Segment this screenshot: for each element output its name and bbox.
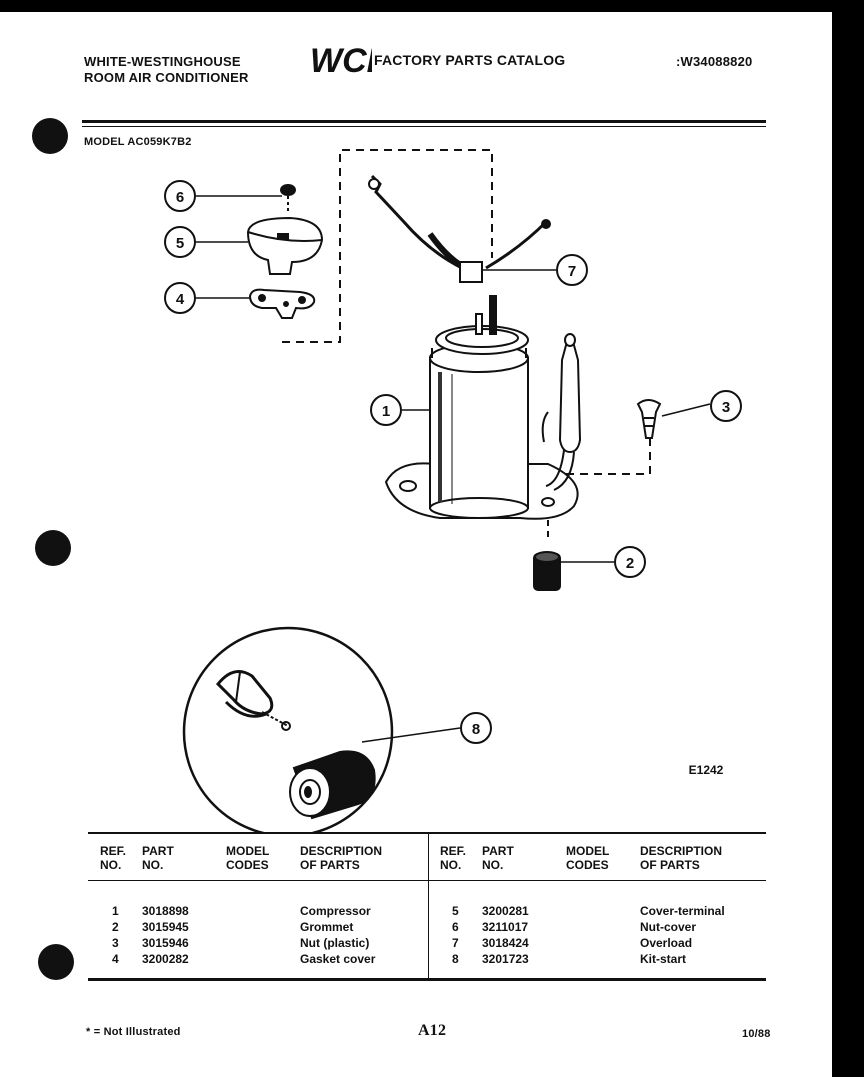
terminal-cover-part	[246, 216, 324, 275]
table-row-ref: 5	[452, 904, 459, 918]
table-rule-header	[88, 880, 766, 881]
table-row-desc: Grommet	[300, 920, 354, 934]
table-row-part: 3200282	[142, 952, 189, 966]
table-row-desc: Kit-start	[640, 952, 687, 966]
table-row-ref: 1	[112, 904, 119, 918]
overload-part	[368, 174, 551, 283]
table-row-desc: Overload	[640, 936, 693, 950]
table-row-ref: 8	[452, 952, 459, 966]
table-row-ref: 4	[112, 952, 119, 966]
callout-1	[370, 394, 402, 426]
callout-3-label: 3	[722, 399, 730, 416]
callout-6	[164, 180, 196, 212]
gasket-cover-part	[248, 288, 316, 319]
nut-part	[636, 399, 662, 439]
header-rule-thick	[82, 120, 766, 123]
binder-hole-bottom	[38, 944, 74, 980]
hdr-model-1-right: MODEL	[566, 844, 610, 858]
table-row-part: 3015945	[142, 920, 189, 934]
nut-cover-part	[280, 184, 296, 212]
hdr-ref-1-right: REF.	[440, 844, 467, 858]
scan-border-top	[0, 0, 864, 12]
callout-8-label: 8	[472, 721, 480, 738]
page-number: A12	[418, 1022, 447, 1039]
callout-7-label: 7	[568, 263, 576, 280]
table-row-ref: 7	[452, 936, 459, 950]
hdr-model-1: MODEL	[226, 844, 270, 858]
hdr-desc-2: OF PARTS	[300, 858, 360, 872]
model-label: MODEL AC059K7B2	[84, 136, 192, 148]
table-row-part: 3211017	[482, 920, 529, 934]
parts-diagram: 6 5 4 7 1 3 2 8 E1242	[164, 149, 742, 832]
dashed-leader-cover	[282, 149, 493, 343]
table-row-ref: 2	[112, 920, 119, 934]
table-row-part: 3200281	[482, 904, 529, 918]
kit-start-part	[182, 626, 394, 832]
callout-4	[164, 282, 196, 314]
table-row-ref: 3	[112, 936, 119, 950]
footer-note: * = Not Illustrated	[86, 1026, 181, 1038]
hdr-ref-2-right: NO.	[440, 858, 462, 872]
table-row-desc: Gasket cover	[300, 952, 376, 966]
catalog-title: FACTORY PARTS CATALOG	[374, 52, 566, 68]
callout-3	[710, 390, 742, 422]
catalog-page: WHITE-WESTINGHOUSE ROOM AIR CONDITIONER …	[0, 12, 832, 1077]
table-row-part: 3018424	[482, 936, 529, 950]
dashed-leader-nut	[560, 424, 651, 475]
table-row-part: 3015946	[142, 936, 189, 950]
hdr-part-1: PART	[142, 844, 174, 858]
hdr-desc-1-right: DESCRIPTION	[640, 844, 723, 858]
callout-7	[556, 254, 588, 286]
table-row-desc: Nut-cover	[640, 920, 697, 934]
callout-5-label: 5	[176, 235, 184, 252]
table-rule-bottom	[88, 978, 766, 981]
hdr-part-2-right: NO.	[482, 858, 504, 872]
callout-6-label: 6	[176, 189, 184, 206]
table-row-desc: Cover-terminal	[640, 904, 725, 918]
callout-1-label: 1	[382, 403, 390, 420]
scan-border-right	[832, 0, 864, 1077]
callout-2-label: 2	[626, 555, 634, 572]
callout-5	[164, 226, 196, 258]
binder-hole-middle	[35, 530, 71, 566]
table-row-desc: Compressor	[300, 904, 371, 918]
hdr-desc-1: DESCRIPTION	[300, 844, 383, 858]
figure-id: E1242	[689, 763, 724, 777]
hdr-part-2: NO.	[142, 858, 164, 872]
callout-2	[614, 546, 646, 578]
grommet-part	[533, 551, 561, 591]
wci-logo-text: WCI	[310, 42, 372, 78]
hdr-model-2: CODES	[226, 858, 269, 872]
table-divider	[428, 834, 429, 978]
catalog-number: :W34088820	[676, 54, 753, 69]
brand-line-1: WHITE-WESTINGHOUSE	[84, 54, 241, 69]
callout-8	[460, 712, 492, 744]
callout-4-label: 4	[176, 291, 185, 308]
header-rule-thin	[82, 126, 766, 127]
brand-line-2: ROOM AIR CONDITIONER	[84, 70, 249, 85]
hdr-ref-2: NO.	[100, 858, 122, 872]
wci-logo: WCI	[310, 42, 372, 78]
table-row-part: 3018898	[142, 904, 189, 918]
hdr-part-1-right: PART	[482, 844, 514, 858]
hdr-model-2-right: CODES	[566, 858, 609, 872]
table-row-ref: 6	[452, 920, 459, 934]
hdr-desc-2-right: OF PARTS	[640, 858, 700, 872]
compressor-part	[384, 295, 582, 520]
table-row-part: 3201723	[482, 952, 529, 966]
table-rule-top	[88, 832, 766, 834]
binder-hole-top	[32, 118, 68, 154]
table-row-desc: Nut (plastic)	[300, 936, 370, 950]
hdr-ref-1: REF.	[100, 844, 127, 858]
footer-date: 10/88	[742, 1028, 771, 1040]
